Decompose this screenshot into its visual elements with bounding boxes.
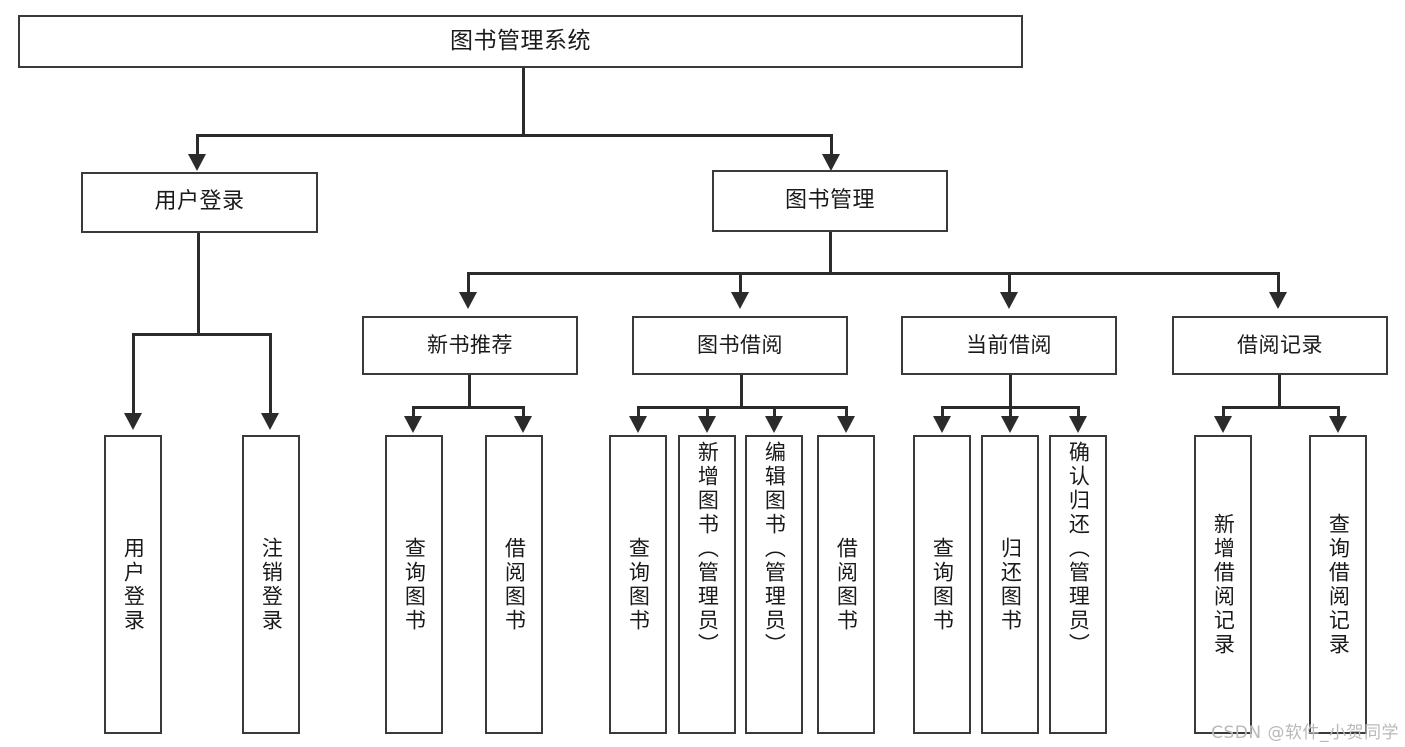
node-leaf-borrow-book-1-label: 借阅图书 bbox=[502, 536, 527, 633]
arrow-to-new-book-recommend bbox=[459, 292, 477, 309]
node-leaf-borrow-book-1[interactable]: 借阅图书 bbox=[485, 435, 543, 734]
node-leaf-confirm-return-admin-label: 确认归还（管理员） bbox=[1066, 441, 1091, 657]
node-leaf-query-book-3-label: 查询图书 bbox=[930, 536, 955, 633]
arrow-to-user-login bbox=[188, 154, 206, 171]
node-leaf-logout-label: 注销登录 bbox=[259, 536, 284, 633]
arrow-leaf-add-borrow-record bbox=[1214, 416, 1232, 433]
node-user-login-label: 用户登录 bbox=[154, 189, 245, 215]
connector-book-management-stem bbox=[829, 232, 832, 274]
arrow-leaf-user-login bbox=[124, 413, 142, 430]
node-root-label: 图书管理系统 bbox=[450, 27, 591, 54]
node-leaf-add-book-admin[interactable]: 新增图书（管理员） bbox=[678, 435, 736, 734]
node-leaf-add-book-admin-label: 新增图书（管理员） bbox=[695, 441, 720, 657]
node-leaf-user-login[interactable]: 用户登录 bbox=[104, 435, 162, 734]
node-leaf-query-borrow-record-label: 查询借阅记录 bbox=[1326, 512, 1351, 657]
arrow-leaf-edit-book-admin bbox=[765, 416, 783, 433]
node-leaf-query-borrow-record[interactable]: 查询借阅记录 bbox=[1309, 435, 1367, 734]
connector-to-book-borrow bbox=[739, 272, 742, 294]
connector-nbr-drop-2 bbox=[522, 406, 525, 418]
node-root-book-management-system[interactable]: 图书管理系统 bbox=[18, 15, 1023, 68]
connector-to-user-login bbox=[196, 134, 199, 156]
node-leaf-return-book-label: 归还图书 bbox=[998, 536, 1023, 633]
connector-to-current-borrow bbox=[1008, 272, 1011, 294]
node-leaf-query-book-3[interactable]: 查询图书 bbox=[913, 435, 971, 734]
connector-bb-drop-1 bbox=[637, 406, 640, 418]
connector-to-new-book-recommend bbox=[467, 272, 470, 294]
connector-bb-drop-2 bbox=[706, 406, 709, 418]
arrow-to-book-management bbox=[822, 154, 840, 171]
connector-root-bar bbox=[196, 134, 833, 137]
connector-cb-drop-2 bbox=[1009, 406, 1012, 418]
arrow-leaf-query-book-2 bbox=[629, 416, 647, 433]
arrow-leaf-logout bbox=[261, 413, 279, 430]
connector-new-book-recommend-bar bbox=[412, 406, 525, 409]
connector-bb-drop-3 bbox=[773, 406, 776, 418]
node-book-borrow-label: 图书借阅 bbox=[697, 332, 783, 357]
node-leaf-user-login-label: 用户登录 bbox=[121, 536, 146, 633]
node-book-management-label: 图书管理 bbox=[784, 187, 875, 213]
node-leaf-query-book-1-label: 查询图书 bbox=[402, 536, 427, 633]
connector-bb-drop-4 bbox=[845, 406, 848, 418]
node-leaf-borrow-book-2[interactable]: 借阅图书 bbox=[817, 435, 875, 734]
node-book-management[interactable]: 图书管理 bbox=[712, 170, 948, 232]
arrow-to-current-borrow bbox=[1000, 292, 1018, 309]
connector-br-drop-1 bbox=[1222, 406, 1225, 418]
node-leaf-add-borrow-record-label: 新增借阅记录 bbox=[1211, 512, 1236, 657]
connector-cb-drop-1 bbox=[941, 406, 944, 418]
node-current-borrow[interactable]: 当前借阅 bbox=[901, 316, 1117, 375]
node-leaf-edit-book-admin-label: 编辑图书（管理员） bbox=[762, 441, 787, 657]
connector-root-stem bbox=[522, 68, 525, 136]
connector-new-book-recommend-stem bbox=[468, 375, 471, 408]
connector-user-login-stem bbox=[197, 233, 200, 335]
connector-book-borrow-bar bbox=[637, 406, 848, 409]
connector-current-borrow-stem bbox=[1009, 375, 1012, 408]
node-book-borrow[interactable]: 图书借阅 bbox=[632, 316, 848, 375]
arrow-leaf-add-book-admin bbox=[698, 416, 716, 433]
node-leaf-logout[interactable]: 注销登录 bbox=[242, 435, 300, 734]
arrow-leaf-borrow-book-2 bbox=[837, 416, 855, 433]
node-borrow-record[interactable]: 借阅记录 bbox=[1172, 316, 1388, 375]
node-leaf-return-book[interactable]: 归还图书 bbox=[981, 435, 1039, 734]
connector-user-login-bar bbox=[132, 333, 271, 336]
arrow-leaf-query-book-1 bbox=[404, 416, 422, 433]
node-leaf-query-book-2-label: 查询图书 bbox=[626, 536, 651, 633]
node-current-borrow-label: 当前借阅 bbox=[966, 332, 1052, 357]
csdn-watermark: CSDN @软件_小贺同学 bbox=[1211, 723, 1399, 743]
node-borrow-record-label: 借阅记录 bbox=[1237, 332, 1323, 357]
connector-book-management-bar bbox=[467, 272, 1280, 275]
arrow-leaf-query-book-3 bbox=[933, 416, 951, 433]
node-new-book-recommend-label: 新书推荐 bbox=[427, 332, 513, 357]
arrow-leaf-query-borrow-record bbox=[1329, 416, 1347, 433]
arrow-to-borrow-record bbox=[1269, 292, 1287, 309]
node-leaf-edit-book-admin[interactable]: 编辑图书（管理员） bbox=[745, 435, 803, 734]
node-leaf-borrow-book-2-label: 借阅图书 bbox=[834, 536, 859, 633]
connector-br-drop-2 bbox=[1337, 406, 1340, 418]
connector-user-login-drop-1 bbox=[132, 333, 135, 415]
connector-borrow-record-bar bbox=[1222, 406, 1340, 409]
arrow-leaf-return-book bbox=[1001, 416, 1019, 433]
node-leaf-add-borrow-record[interactable]: 新增借阅记录 bbox=[1194, 435, 1252, 734]
node-leaf-query-book-2[interactable]: 查询图书 bbox=[609, 435, 667, 734]
node-user-login[interactable]: 用户登录 bbox=[81, 172, 318, 233]
connector-nbr-drop-1 bbox=[412, 406, 415, 418]
connector-user-login-drop-2 bbox=[269, 333, 272, 415]
node-new-book-recommend[interactable]: 新书推荐 bbox=[362, 316, 578, 375]
connector-book-borrow-stem bbox=[740, 375, 743, 408]
arrow-to-book-borrow bbox=[731, 292, 749, 309]
node-leaf-confirm-return-admin[interactable]: 确认归还（管理员） bbox=[1049, 435, 1107, 734]
arrow-leaf-borrow-book-1 bbox=[514, 416, 532, 433]
connector-cb-drop-3 bbox=[1077, 406, 1080, 418]
node-leaf-query-book-1[interactable]: 查询图书 bbox=[385, 435, 443, 734]
connector-to-borrow-record bbox=[1277, 272, 1280, 294]
connector-borrow-record-stem bbox=[1278, 375, 1281, 408]
arrow-leaf-confirm-return-admin bbox=[1069, 416, 1087, 433]
connector-to-book-management bbox=[830, 134, 833, 156]
